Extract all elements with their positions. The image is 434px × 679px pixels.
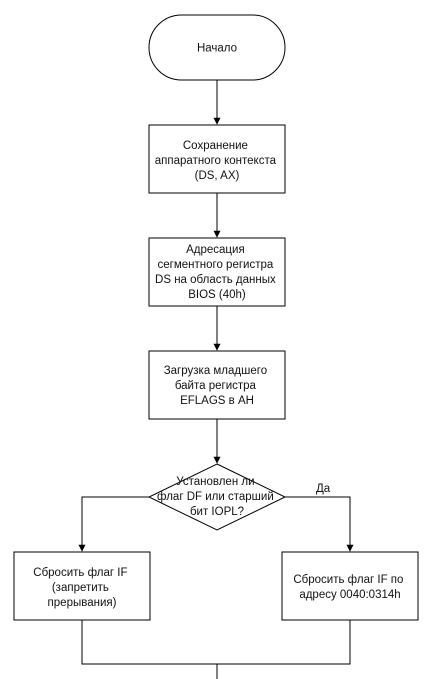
- start-label: Начало: [197, 43, 237, 55]
- step-clear-if-right: [281, 551, 419, 621]
- connector-decision-right-yes: [285, 496, 354, 552]
- connector-merge: [81, 620, 351, 665]
- step-clear-if-right-text: Сбросить флаг IF по адресу 0040:0314h: [293, 574, 406, 601]
- decision-text: Установлен ли флаг DF или старший бит IO…: [157, 476, 277, 518]
- step-clear-if-left-text: Сбросить флаг IF (запретить прерывания): [33, 567, 130, 609]
- step-clear-if-left: [13, 551, 151, 621]
- yes-branch-label: Да: [316, 483, 331, 495]
- step-load-eflags-text: Загрузка младшего байта регистра EFLAGS …: [164, 365, 271, 407]
- step-save-context: [148, 124, 286, 194]
- connector-decision-left: [78, 496, 149, 552]
- step-save-context-text: Сохранение аппаратного контекста (DS, AX…: [155, 140, 279, 182]
- step-address-ds-text: Адресация сегментного регистра DS на обл…: [155, 244, 279, 301]
- decision-diamond: [147, 463, 287, 531]
- step-address-ds: [148, 237, 286, 307]
